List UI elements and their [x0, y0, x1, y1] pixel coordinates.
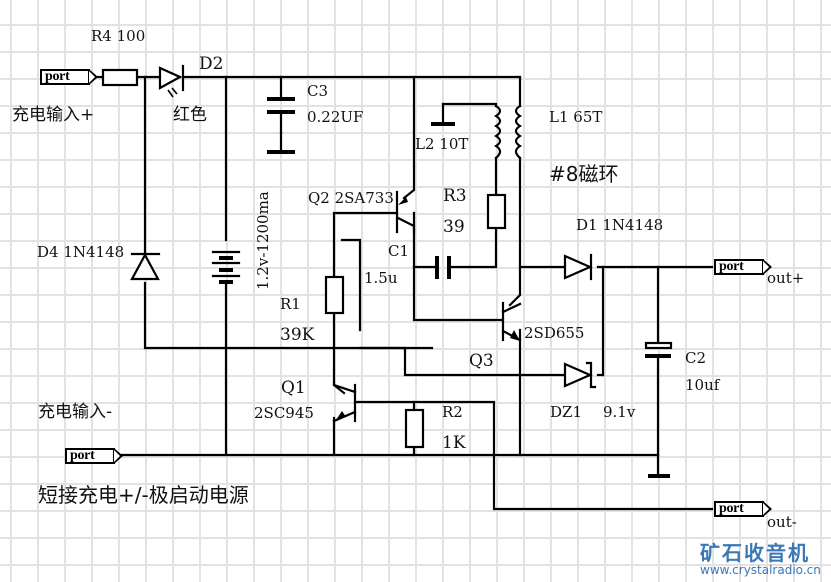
c2-value: 10uf	[685, 376, 720, 394]
q2-label: Q2 2SA733	[308, 189, 394, 207]
input-negative-label: 充电输入-	[38, 402, 113, 422]
transistor-q3	[501, 301, 522, 342]
l2-label: L2 10T	[415, 135, 469, 153]
r4-label: R4 100	[91, 27, 146, 45]
dz1-ref: DZ1	[550, 403, 582, 421]
capacitor-c3	[267, 97, 295, 154]
q3-ref: Q3	[469, 351, 494, 371]
c3-value: 0.22UF	[307, 108, 364, 126]
d4-label: D4 1N4148	[37, 243, 125, 261]
r1-ref: R1	[280, 295, 301, 313]
r2-ref: R2	[442, 403, 463, 421]
watermark-title: 矿石收音机	[700, 541, 810, 565]
port-out-positive: port	[714, 259, 772, 275]
r3-ref: R3	[443, 186, 467, 206]
input-positive-label: 充电输入+	[12, 105, 95, 125]
inductor-l1	[514, 104, 523, 160]
d1-label: D1 1N4148	[576, 216, 664, 234]
q1-part: 2SC945	[254, 404, 314, 422]
out-negative-label: out-	[767, 513, 797, 531]
battery-label: 1.2v-1200ma	[254, 191, 272, 290]
battery	[211, 250, 241, 284]
diode-d1	[563, 253, 593, 281]
port-out-negative: port	[714, 501, 772, 517]
c2-ref: C2	[685, 349, 707, 367]
transistor-q1-body	[332, 383, 357, 423]
port-input-positive: port	[40, 69, 98, 85]
wires	[94, 75, 714, 511]
transistor-q2	[395, 190, 416, 234]
out-positive-label: out+	[767, 269, 805, 287]
r3-value: 39	[443, 217, 465, 237]
dz1-value: 9.1v	[603, 403, 636, 421]
c1-value: 1.5u	[364, 269, 398, 287]
resistor-r2	[404, 408, 425, 449]
core-label: #8磁环	[549, 162, 619, 186]
d2-note: 红色	[173, 105, 207, 125]
resistor-r4	[101, 68, 139, 87]
port-input-negative: port	[65, 448, 123, 464]
c3-ref: C3	[307, 82, 329, 100]
led-d2	[158, 64, 185, 98]
resistor-r1	[324, 275, 345, 315]
q3-part: 2SD655	[524, 324, 585, 342]
zener-dz1	[563, 361, 597, 389]
capacitor-c1	[435, 256, 471, 279]
startup-note: 短接充电+/-极启动电源	[38, 483, 249, 507]
resistor-r3	[486, 193, 507, 230]
diode-d4	[130, 252, 161, 281]
inductor-l2	[431, 104, 502, 160]
watermark-url: www.crystalradio.cn	[700, 563, 821, 577]
l1-label: L1 65T	[549, 108, 603, 126]
r1-value: 39K	[280, 325, 315, 345]
c1-ref: C1	[388, 242, 410, 260]
d2-ref: D2	[199, 54, 224, 74]
r2-value: 1K	[442, 433, 466, 453]
capacitor-c2	[644, 341, 673, 358]
q1-ref: Q1	[281, 378, 306, 398]
